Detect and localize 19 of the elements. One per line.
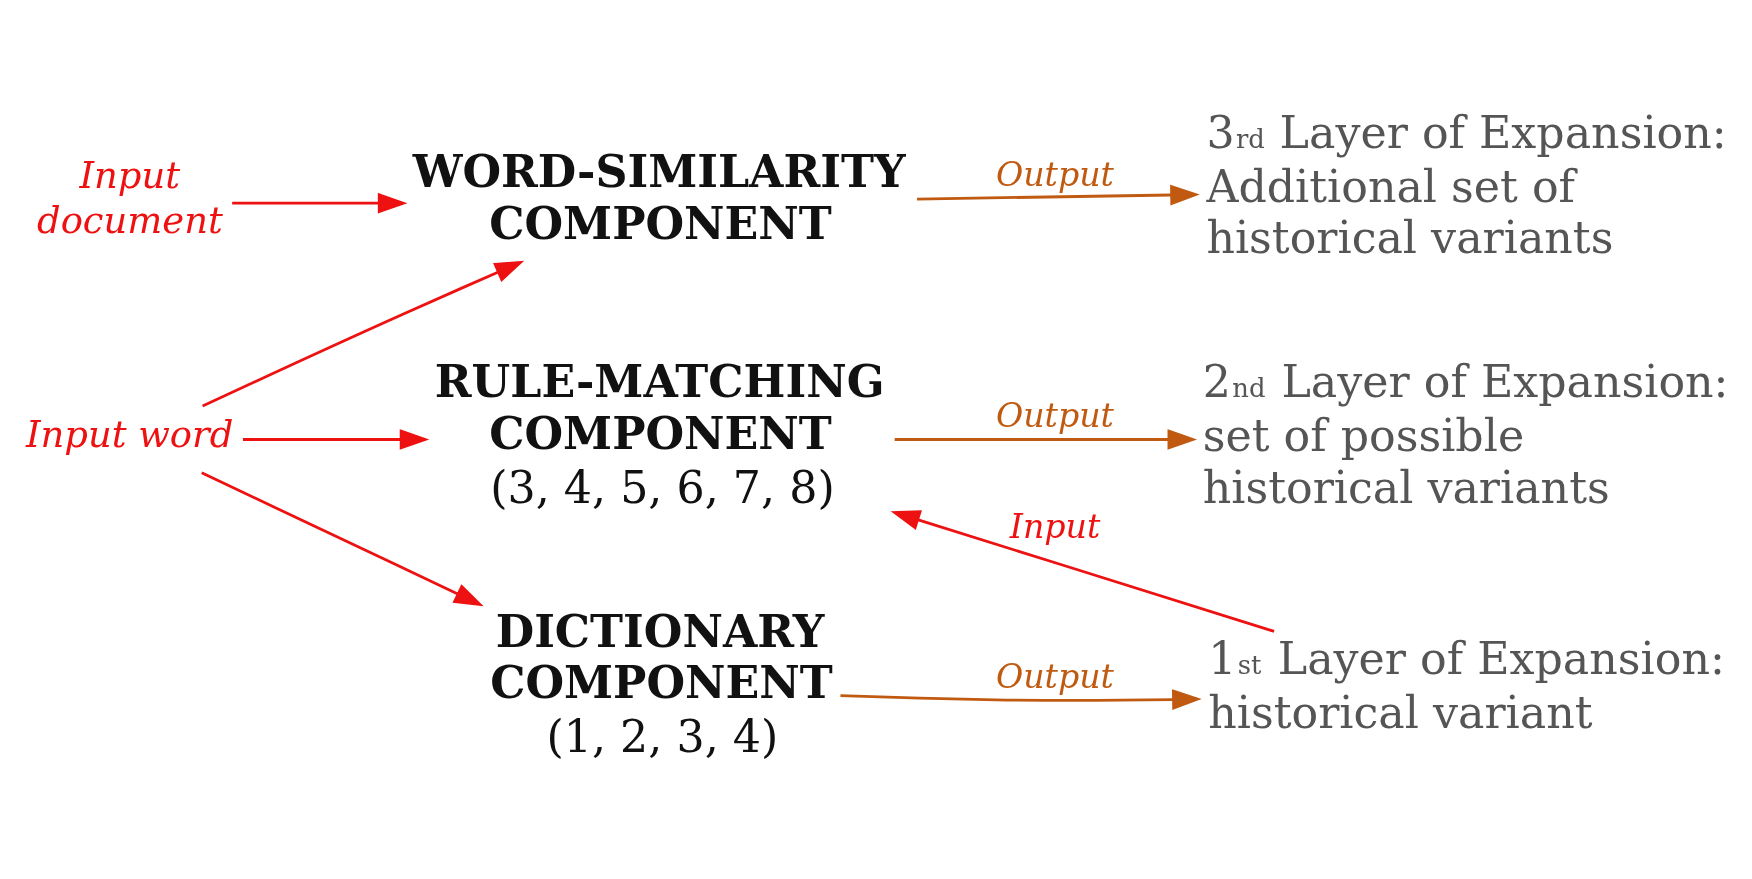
arrow bbox=[232, 192, 408, 214]
arrow bbox=[201, 471, 484, 607]
node-text: WORD-SIMILARITY COMPONENT bbox=[412, 144, 906, 249]
node-text: Input document bbox=[37, 154, 223, 242]
arrow bbox=[917, 184, 1200, 206]
edge-label: Output bbox=[995, 154, 1114, 194]
node-text: RULE-MATCHING COMPONENT (3, 4, 5, 6, 7, 8) bbox=[434, 355, 885, 513]
edge-label: Output bbox=[995, 656, 1114, 696]
arrow bbox=[890, 510, 1275, 633]
arrow bbox=[242, 429, 430, 450]
node-text: Input word bbox=[25, 412, 234, 456]
node-text: 2nd Layer of Expansion: set of possible historical variants bbox=[1202, 356, 1729, 513]
arrow bbox=[894, 429, 1198, 450]
node-text: DICTIONARY COMPONENT (1, 2, 3, 4) bbox=[490, 604, 833, 762]
arrow bbox=[840, 689, 1202, 710]
arrow bbox=[202, 260, 525, 408]
node-text: 3rd Layer of Expansion: Additional set of historical variants bbox=[1206, 107, 1727, 264]
edge-label: Input bbox=[1009, 507, 1101, 547]
edge-label: Output bbox=[995, 396, 1114, 436]
